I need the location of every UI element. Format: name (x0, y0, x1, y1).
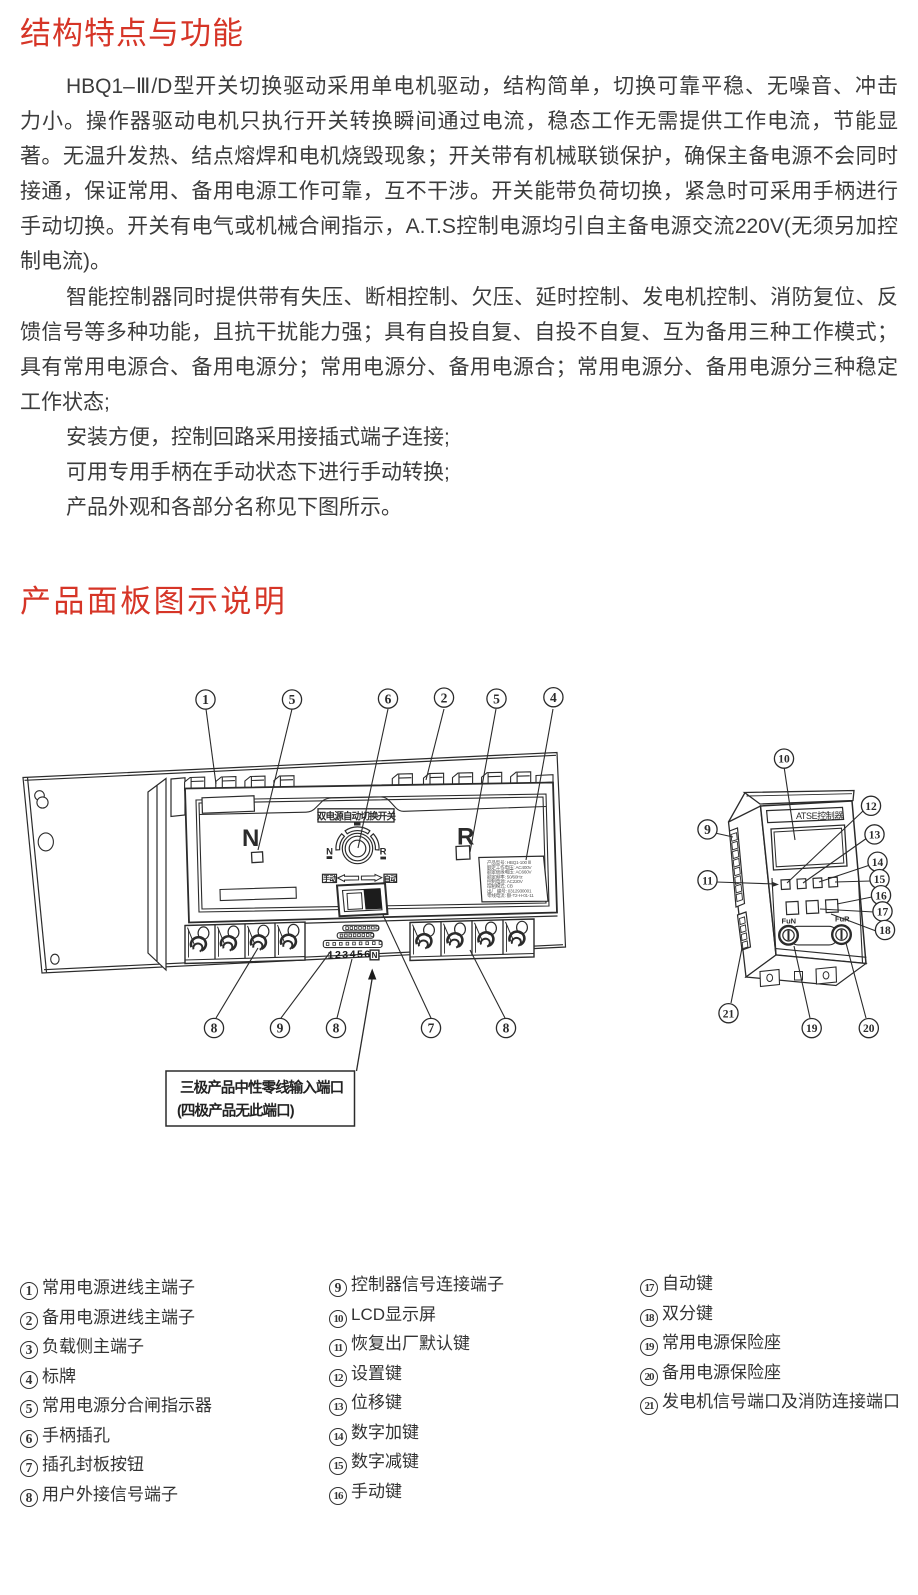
svg-text:12: 12 (865, 801, 877, 813)
svg-text:21: 21 (723, 1008, 735, 1020)
svg-text:额定频率: 50/60Hz: 额定频率: 50/60Hz (487, 873, 523, 880)
svg-text:N: N (372, 951, 378, 960)
svg-text:18: 18 (879, 925, 891, 937)
svg-text:控制电源: AC220V: 控制电源: AC220V (487, 878, 524, 885)
svg-text:11: 11 (702, 875, 713, 887)
svg-text:手动: 手动 (323, 874, 336, 883)
svg-text:额定工作电压: AC400V: 额定工作电压: AC400V (487, 864, 533, 871)
svg-text:4: 4 (550, 690, 557, 705)
svg-text:R: R (380, 847, 387, 858)
svg-text:8: 8 (333, 1021, 340, 1036)
svg-text:20: 20 (863, 1023, 875, 1035)
svg-text:FuR: FuR (835, 915, 850, 924)
svg-text:10: 10 (778, 754, 790, 766)
svg-text:控制模式: CB: 控制模式: CB (487, 883, 513, 890)
svg-text:8: 8 (503, 1021, 510, 1036)
svg-text:17: 17 (877, 907, 889, 919)
svg-text:16: 16 (875, 890, 887, 902)
svg-text:4: 4 (350, 949, 356, 961)
svg-text:1: 1 (328, 949, 334, 961)
svg-text:8: 8 (211, 1021, 218, 1036)
svg-text:9: 9 (277, 1021, 284, 1036)
svg-text:R: R (457, 824, 474, 851)
svg-text:15: 15 (874, 874, 886, 886)
svg-text:零线电流: 额-T2-H-01-11: 零线电流: 额-T2-H-01-11 (487, 892, 534, 899)
svg-text:(四极产品无此端口): (四极产品无此端口) (177, 1102, 295, 1120)
svg-text:双电源自动切换开关: 双电源自动切换开关 (316, 810, 397, 822)
svg-text:6: 6 (385, 691, 392, 706)
svg-text:5: 5 (357, 949, 363, 961)
svg-text:2: 2 (335, 949, 341, 961)
svg-text:额定绝缘电压: AC660V: 额定绝缘电压: AC660V (487, 869, 533, 876)
svg-text:5: 5 (289, 692, 296, 707)
svg-text:三极产品中性零线输入端口: 三极产品中性零线输入端口 (180, 1079, 343, 1097)
svg-text:7: 7 (428, 1021, 435, 1036)
svg-text:N: N (242, 825, 259, 852)
svg-text:产品型号: HBQ1-100 Ⅲ: 产品型号: HBQ1-100 Ⅲ (487, 859, 531, 866)
svg-text:2: 2 (441, 690, 448, 705)
svg-text:13: 13 (869, 830, 881, 842)
svg-text:自动: 自动 (384, 874, 397, 883)
svg-text:19: 19 (806, 1023, 818, 1035)
svg-text:1: 1 (202, 692, 209, 707)
svg-text:9: 9 (704, 822, 711, 837)
svg-text:3: 3 (342, 949, 348, 961)
svg-text:5: 5 (493, 691, 500, 706)
svg-text:出厂 编号: 0312930001: 出厂 编号: 0312930001 (487, 887, 532, 894)
svg-text:FuN: FuN (782, 917, 797, 926)
svg-text:N: N (326, 846, 333, 857)
svg-text:14: 14 (872, 857, 884, 869)
svg-text:6: 6 (364, 948, 370, 960)
svg-text:ATSE控制器: ATSE控制器 (796, 810, 843, 821)
